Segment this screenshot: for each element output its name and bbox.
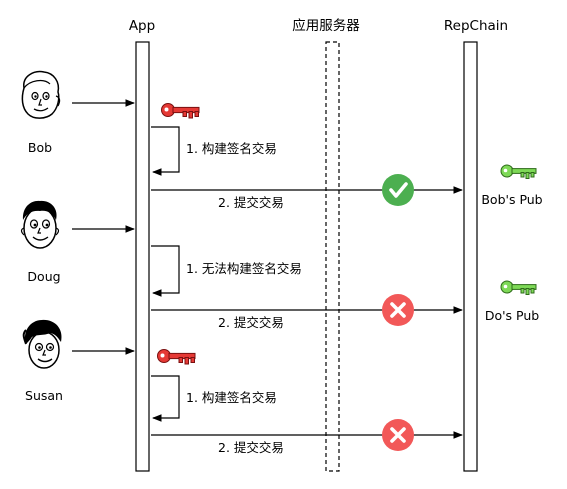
public-key-label-bob: Bob's Pub xyxy=(481,192,542,207)
app-server-lifeline xyxy=(325,41,340,472)
person-face-icon xyxy=(22,319,62,369)
actor-name-susan: Susan xyxy=(25,388,63,403)
header-app-server: 应用服务器 xyxy=(292,17,360,34)
step-label-submit: 2. 提交交易 xyxy=(218,440,284,455)
step-label-cannot-sign: 1. 无法构建签名交易 xyxy=(186,261,302,276)
green-key-icon xyxy=(500,164,537,179)
app-lifeline xyxy=(135,41,150,472)
actor-name-doug: Doug xyxy=(27,269,60,284)
x-circle-icon xyxy=(380,417,416,453)
person-face-icon xyxy=(20,200,60,249)
step-label-sign: 1. 构建签名交易 xyxy=(186,390,277,405)
header-repchain: RepChain xyxy=(444,18,508,34)
step-label-submit: 2. 提交交易 xyxy=(218,315,284,330)
green-key-icon xyxy=(500,280,537,295)
self-call-arrow xyxy=(151,126,180,176)
public-key-label-doug: Do's Pub xyxy=(485,308,539,323)
actor-name-bob: Bob xyxy=(28,140,52,155)
check-circle-icon xyxy=(380,172,416,208)
repchain-lifeline xyxy=(463,41,478,472)
x-circle-icon xyxy=(380,292,416,328)
step-label-submit: 2. 提交交易 xyxy=(218,195,284,210)
person-face-icon xyxy=(21,70,61,119)
header-app: App xyxy=(129,18,155,34)
red-key-icon xyxy=(161,103,200,119)
self-call-arrow xyxy=(151,245,180,297)
red-key-icon xyxy=(157,349,196,365)
step-label-sign: 1. 构建签名交易 xyxy=(186,141,277,156)
self-call-arrow xyxy=(151,375,180,422)
